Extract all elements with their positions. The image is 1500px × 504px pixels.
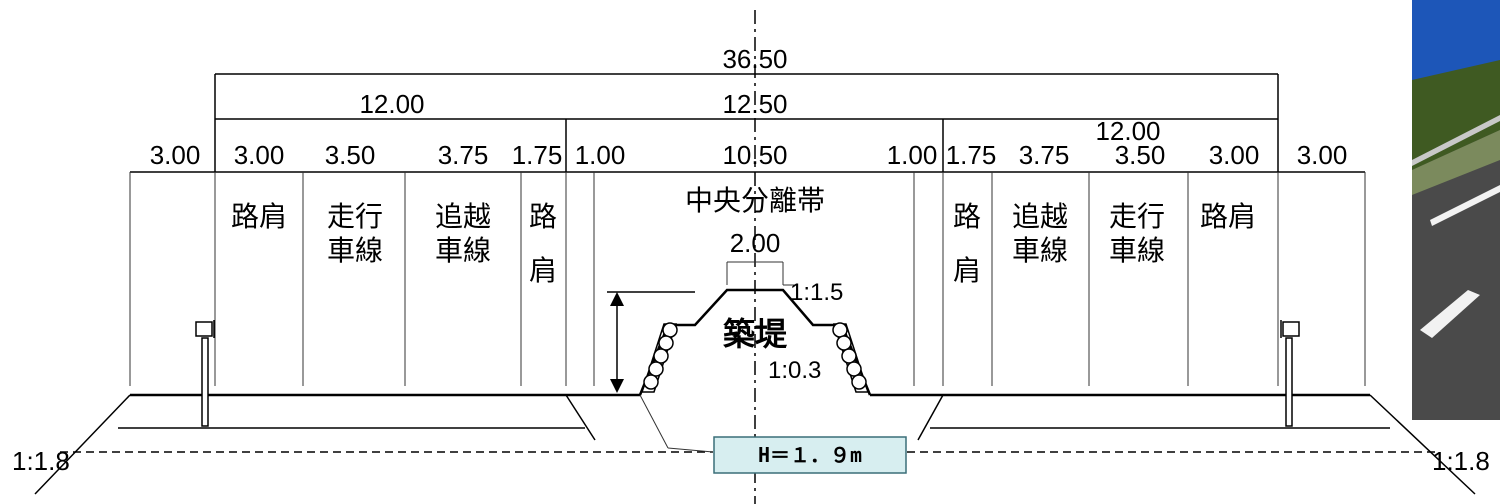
road-photo bbox=[1412, 0, 1500, 420]
dim-median-total: 12.50 bbox=[722, 89, 787, 119]
median-label: 中央分離帯 bbox=[685, 184, 825, 217]
retaining-wall-right bbox=[832, 322, 870, 393]
dim-right-0: 1.00 bbox=[887, 140, 938, 170]
dim-center: 10.50 bbox=[722, 140, 787, 170]
dim-right-5: 3.00 bbox=[1297, 140, 1348, 170]
lane-label: 車線 bbox=[327, 234, 383, 267]
dim-left-4: 1.75 bbox=[512, 140, 563, 170]
lane-label: 追越 bbox=[1012, 200, 1068, 233]
fill-slope-left: 1:1.8 bbox=[12, 446, 70, 476]
median-top-slope: 1:1.5 bbox=[790, 279, 843, 306]
lane-label: 路肩 bbox=[231, 200, 287, 233]
dim-left-5: 1.00 bbox=[575, 140, 626, 170]
dim-left-1: 3.00 bbox=[234, 140, 285, 170]
dimension-lines bbox=[130, 73, 1365, 173]
lane-label: 肩 bbox=[953, 254, 981, 287]
height-label: H＝１．９m bbox=[758, 443, 862, 467]
height-box bbox=[713, 436, 907, 474]
lane-label: 車線 bbox=[435, 234, 491, 267]
lane-label: 走行 bbox=[327, 200, 383, 233]
lane-label: 追越 bbox=[435, 200, 491, 233]
lane-label: 車線 bbox=[1109, 234, 1165, 267]
lane-label: 肩 bbox=[529, 254, 557, 287]
fill-slope-right: 1:1.8 bbox=[1432, 446, 1490, 476]
dim-right-4: 3.00 bbox=[1209, 140, 1260, 170]
dim-total: 36.50 bbox=[722, 44, 787, 74]
lane-label: 車線 bbox=[1012, 234, 1068, 267]
dim-right-carriageway: 12.00 bbox=[1095, 116, 1160, 146]
median-width: 2.00 bbox=[730, 228, 781, 258]
lane-label: 路 bbox=[529, 200, 557, 233]
lane-label: 路肩 bbox=[1200, 200, 1256, 233]
dim-left-carriageway: 12.00 bbox=[359, 89, 424, 119]
dim-right-3: 3.50 bbox=[1115, 140, 1166, 170]
dim-left-0: 3.00 bbox=[150, 140, 201, 170]
retaining-wall-left bbox=[640, 322, 678, 393]
dim-left-2: 3.50 bbox=[325, 140, 376, 170]
road-surface bbox=[34, 393, 1476, 495]
lane-labels: 路肩 走行 車線 追越 車線 路 肩 路 肩 追越 車線 走行 車線 路肩 bbox=[231, 200, 1256, 287]
lane-dividers bbox=[129, 172, 1366, 386]
dim-right-1: 1.75 bbox=[946, 140, 997, 170]
lane-label: 路 bbox=[953, 200, 981, 233]
median-wall-slope: 1:0.3 bbox=[768, 357, 821, 384]
guardrail-right bbox=[1280, 320, 1300, 427]
lane-label: 走行 bbox=[1109, 200, 1165, 233]
embankment-label: 築堤 bbox=[723, 315, 788, 353]
dim-left-3: 3.75 bbox=[438, 140, 489, 170]
dim-right-2: 3.75 bbox=[1019, 140, 1070, 170]
guardrail-left bbox=[195, 320, 215, 427]
